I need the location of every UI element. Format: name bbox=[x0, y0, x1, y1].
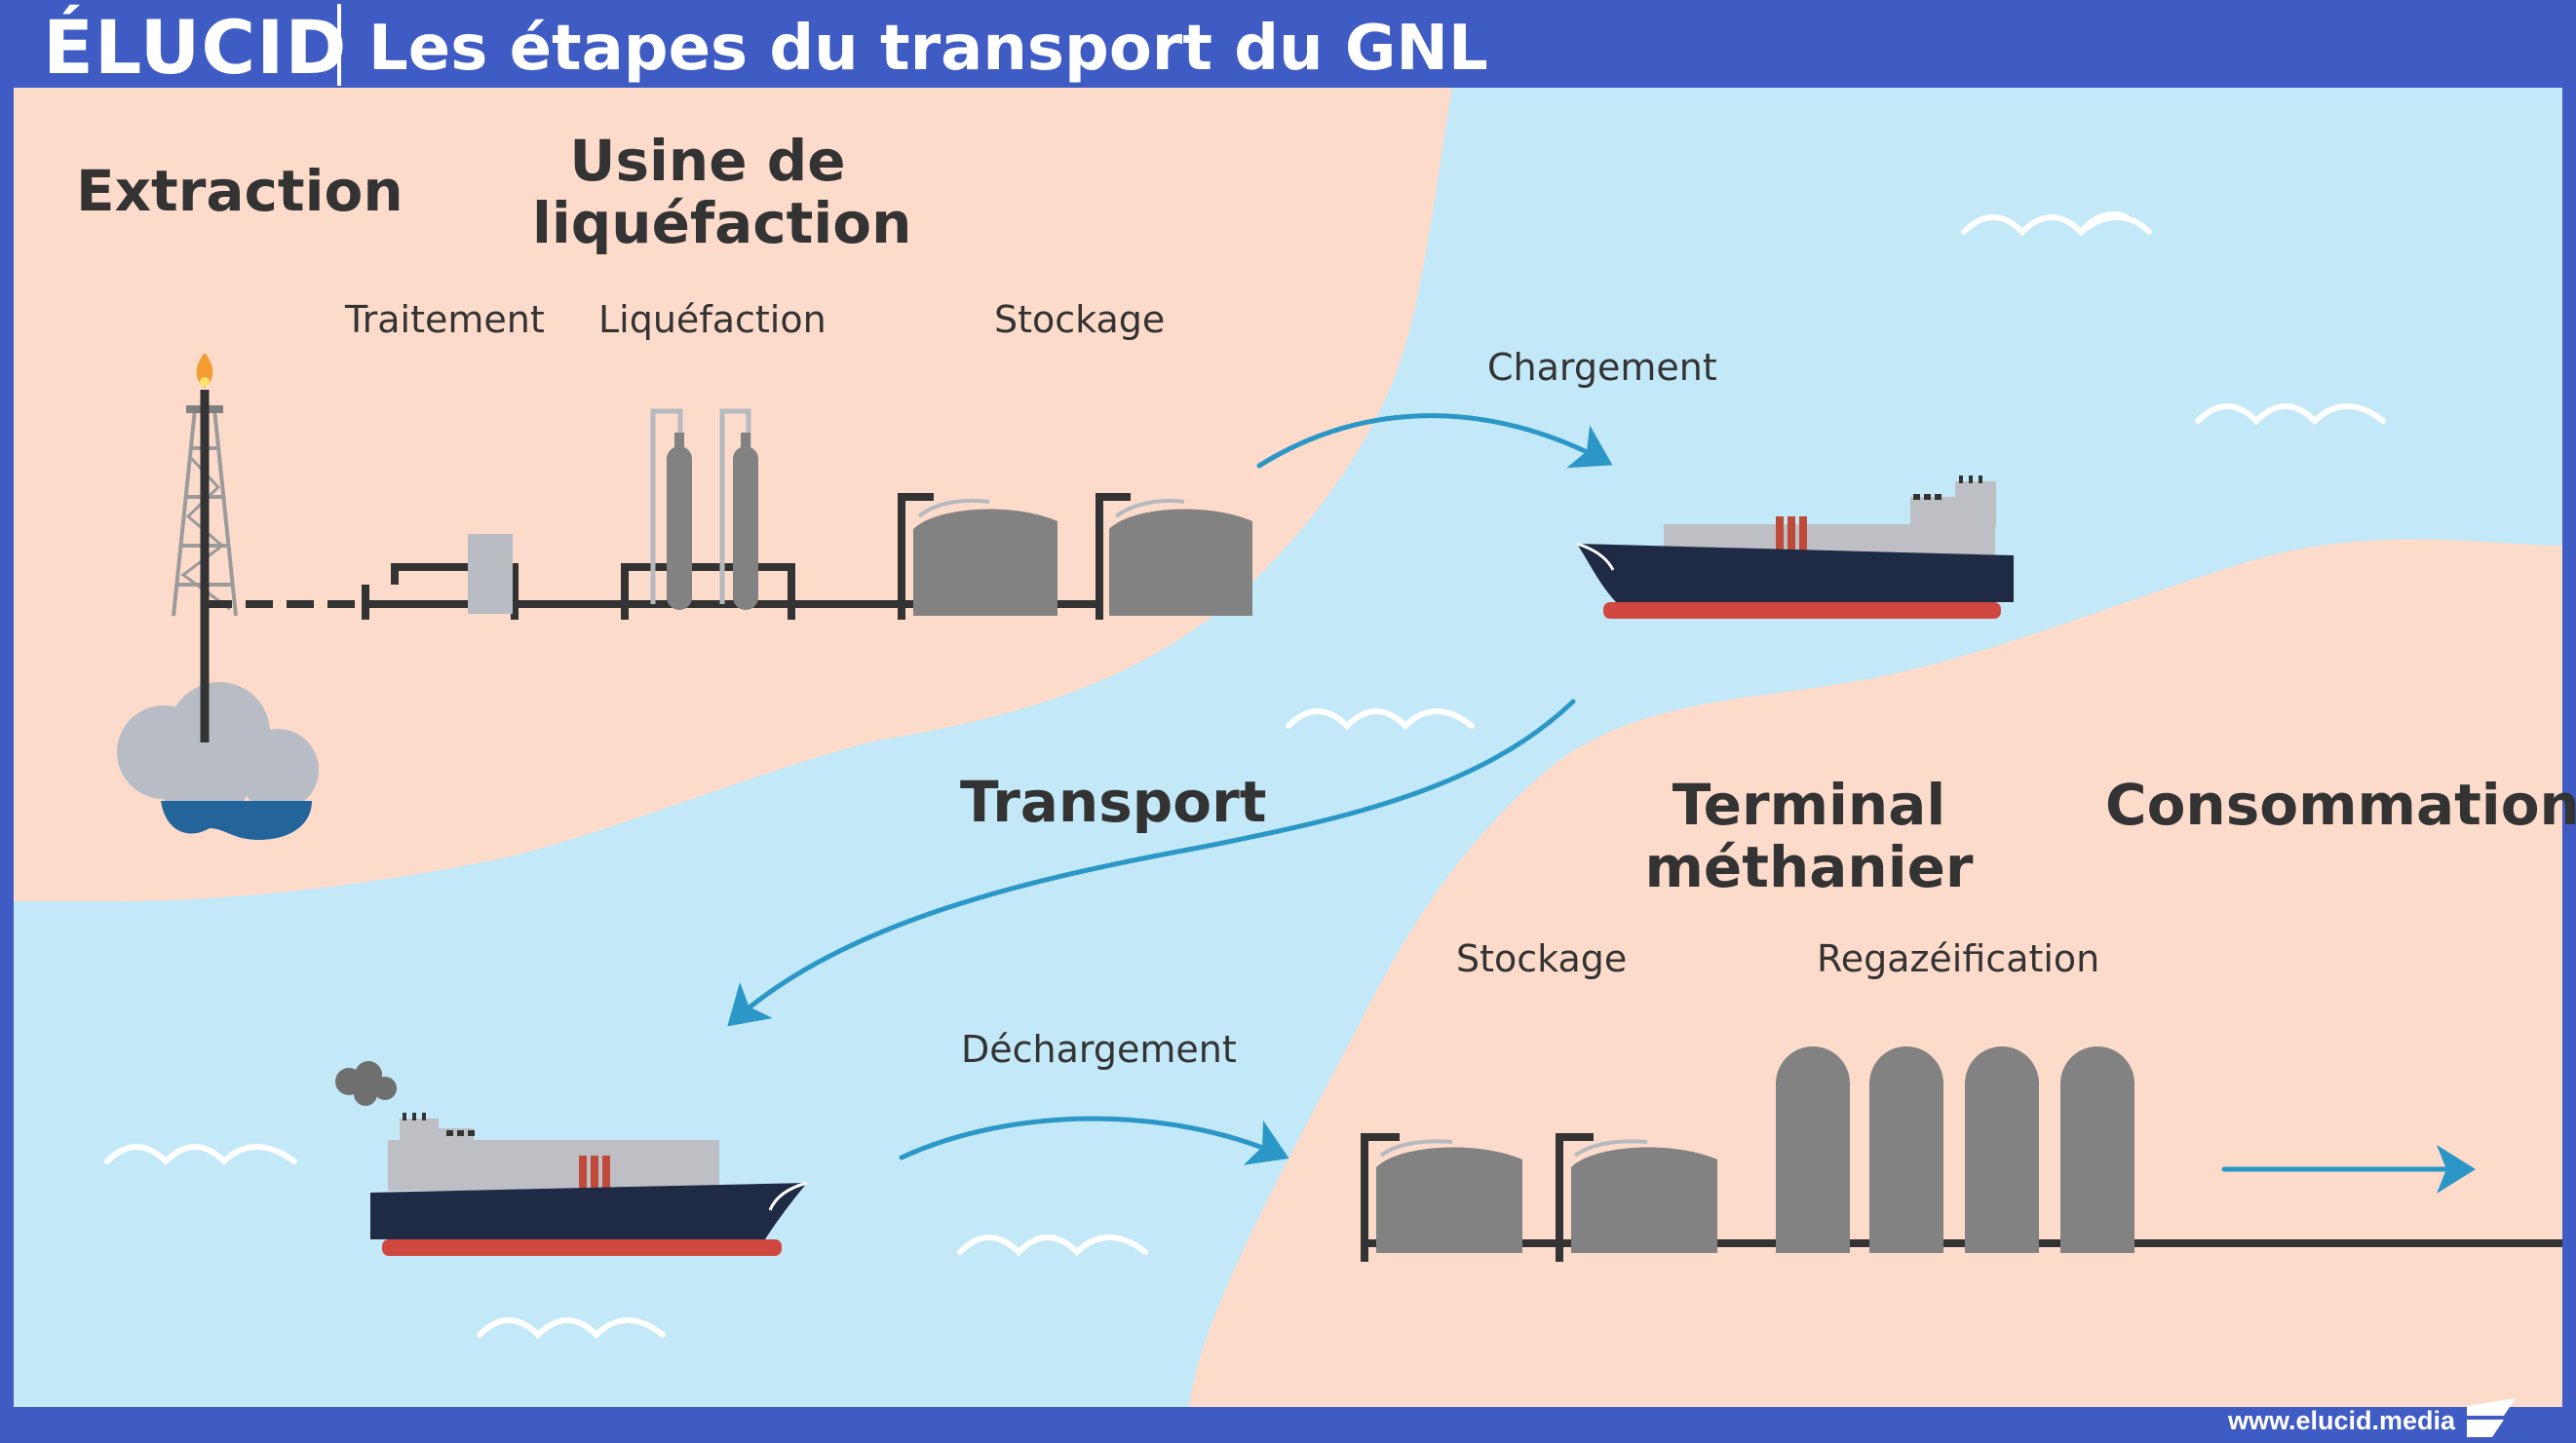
arrow-dechargement bbox=[899, 1116, 1289, 1165]
label-regazeification: Regazéification bbox=[1817, 937, 2100, 980]
pipeline-arrival bbox=[1361, 1133, 2562, 1262]
page-title: Les étapes du transport du GNL bbox=[368, 13, 1488, 85]
elucid-mark-icon bbox=[2467, 1398, 2516, 1437]
label-extraction: Extraction bbox=[76, 158, 404, 224]
arrow-transport bbox=[727, 699, 1576, 1027]
label-liquefaction: Liquéfaction bbox=[598, 298, 827, 341]
elucid-logo[interactable]: ÉLUCID bbox=[43, 4, 348, 91]
label-terminal-methanier: Terminal méthanier bbox=[1644, 772, 1974, 900]
label-dechargement: Déchargement bbox=[961, 1028, 1237, 1071]
storage-tanks-arrival bbox=[1376, 1139, 1717, 1253]
land-arrival bbox=[1189, 539, 2562, 1407]
gas-reservoir bbox=[117, 682, 319, 840]
storage-tanks-departure bbox=[913, 498, 1252, 616]
treatment-unit bbox=[468, 534, 513, 614]
liquefaction-columns bbox=[650, 408, 758, 610]
label-stockage-depart: Stockage bbox=[994, 298, 1166, 341]
arrow-chargement bbox=[1256, 413, 1613, 469]
flame-icon bbox=[196, 353, 213, 388]
footer-url[interactable]: www.elucid.media bbox=[2227, 1406, 2455, 1435]
label-stockage-arrivee: Stockage bbox=[1456, 937, 1628, 980]
label-traitement: Traitement bbox=[345, 298, 545, 341]
label-chargement: Chargement bbox=[1487, 346, 1717, 389]
label-usine-liquefaction: Usine de liquéfaction bbox=[532, 128, 912, 256]
label-transport: Transport bbox=[960, 769, 1267, 835]
lng-tanker-transit bbox=[335, 1061, 808, 1256]
header-separator bbox=[337, 4, 341, 86]
regasification-units bbox=[1776, 1046, 2134, 1253]
lng-tanker-loading bbox=[1576, 475, 2014, 619]
label-consommation: Consommation bbox=[2105, 772, 2576, 838]
waves bbox=[104, 210, 2386, 1340]
drilling-derrick bbox=[172, 353, 238, 742]
flow-arrows bbox=[727, 413, 2476, 1194]
